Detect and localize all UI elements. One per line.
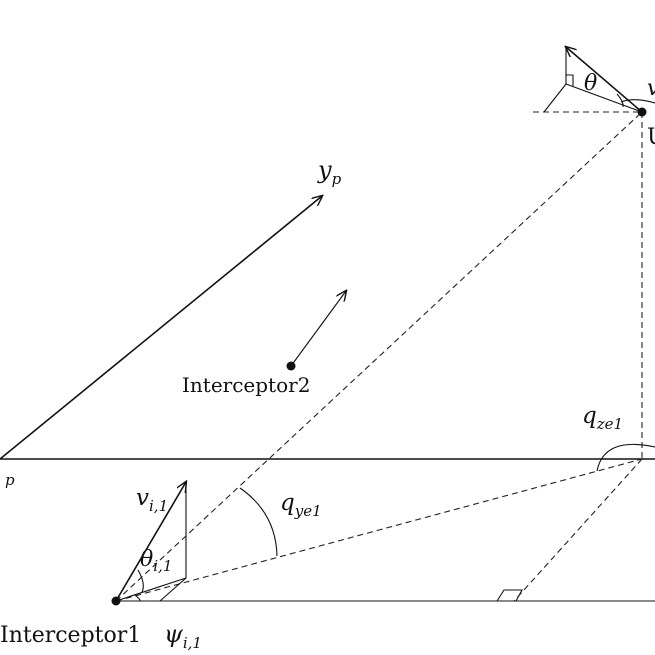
interceptor2-velocity-arrow (290, 291, 346, 367)
y-axis-label: yp (317, 156, 342, 188)
q-ze-label: qze1 (582, 403, 623, 433)
target-ground-projection (543, 83, 567, 113)
q-ze-angle-arc (596, 443, 655, 472)
interceptor2-point (286, 361, 296, 371)
v-i1-ground-projection (159, 577, 187, 602)
interceptor2-label: Interceptor2 (182, 373, 310, 397)
projection-dashed-line (115, 458, 643, 602)
target-label-partial: U (647, 125, 655, 150)
theta-target-label: θ (584, 71, 597, 96)
v-i1-label: vi,1 (136, 485, 168, 515)
theta-i1-label: θi,1 (140, 547, 172, 575)
v-i1-velocity-arrow (115, 482, 186, 602)
q-ye-label: qye1 (280, 490, 322, 520)
target-horizontal-projection (565, 83, 643, 113)
target-point (637, 107, 647, 117)
target-velocity-label-partial: v (647, 76, 655, 101)
y-axis-arrow (0, 196, 322, 460)
theta-i-angle-arc (137, 569, 144, 593)
psi-label: ψi,1 (164, 620, 202, 652)
v-i1-projection (115, 577, 187, 602)
interceptor1-label: Interceptor1 (0, 623, 141, 648)
diagonal-dashed-line-to-bottom (513, 458, 643, 602)
target-upper-arc (620, 99, 655, 104)
target-velocity-arrow (566, 47, 643, 113)
interceptor1-point (111, 596, 121, 606)
q-ye-angle-arc (239, 487, 278, 557)
origin-subscript-label: p (5, 471, 15, 489)
psi-angle-arc (134, 594, 141, 602)
target-right-angle-marker (566, 74, 574, 86)
los-dashed-line-interceptor1-to-target (115, 111, 643, 602)
